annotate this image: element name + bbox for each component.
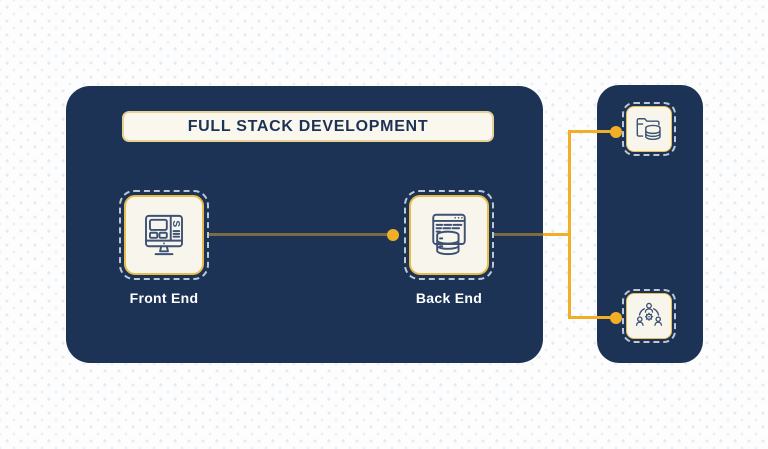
connector-dot-backend <box>387 229 399 241</box>
team-dashed-frame <box>622 289 676 343</box>
connector-branch-top <box>568 130 612 133</box>
connector-dot-team <box>610 312 622 324</box>
svg-text:S: S <box>170 220 181 227</box>
data-storage-dashed-frame <box>622 102 676 156</box>
node-back-end: Back End <box>404 190 494 306</box>
front-end-dashed-frame: S <box>119 190 209 280</box>
connector-frontend-backend <box>209 233 389 236</box>
node-front-end: S Front End <box>119 190 209 306</box>
back-end-label: Back End <box>415 290 483 306</box>
connector-branch-vertical <box>568 131 571 319</box>
sidebar-item-team <box>622 289 676 343</box>
main-panel: FULL STACK DEVELOPMENT S <box>66 86 543 363</box>
monitor-wireframe-code-icon: S <box>137 208 191 262</box>
connector-branch-bottom <box>568 316 612 319</box>
back-end-dashed-frame <box>404 190 494 280</box>
team-icon-box <box>626 293 672 339</box>
folder-database-icon <box>632 112 666 146</box>
data-storage-icon-box <box>626 106 672 152</box>
sidebar-item-data-storage <box>622 102 676 156</box>
back-end-icon-box <box>409 195 489 275</box>
connector-dot-data-storage <box>610 126 622 138</box>
front-end-label: Front End <box>129 290 199 306</box>
connector-backend-out-inner <box>494 233 544 236</box>
browser-database-icon <box>422 208 476 262</box>
front-end-icon-box: S <box>124 195 204 275</box>
diagram-title: FULL STACK DEVELOPMENT <box>122 111 494 142</box>
connector-backend-out-outer <box>543 233 571 236</box>
team-gear-icon <box>632 299 666 333</box>
